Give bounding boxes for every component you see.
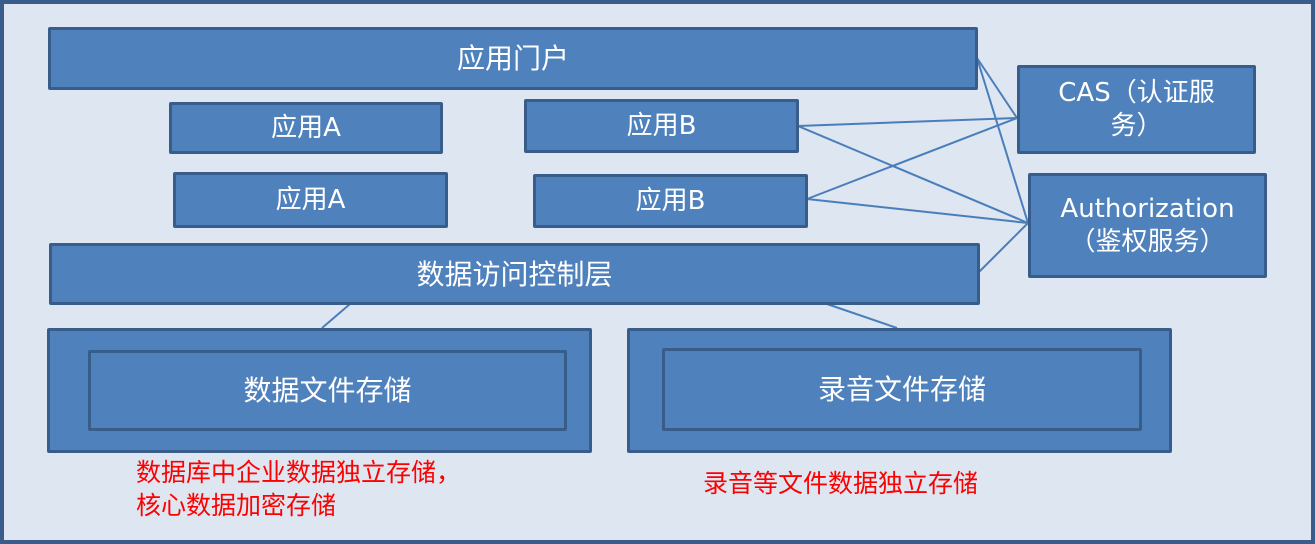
edge-app-b-1-authorization	[797, 125, 1029, 224]
app-a-box-1[interactable]: 应用A	[169, 102, 443, 154]
cas-auth-service-box[interactable]: CAS（认证服 务）	[1017, 65, 1256, 154]
authorization-label-line1: Authorization	[1060, 194, 1235, 224]
app-b-box-1[interactable]: 应用B	[524, 99, 799, 153]
cas-label-line2: 务）	[1110, 110, 1163, 141]
cas-label-line1: CAS（认证服	[1058, 78, 1215, 108]
data-file-storage-inner-box[interactable]: 数据文件存储	[88, 350, 567, 431]
app-portal-label: 应用门户	[456, 42, 569, 75]
app-b-box-2[interactable]: 应用B	[533, 174, 808, 228]
recording-file-storage-inner-box[interactable]: 录音文件存储	[662, 348, 1142, 431]
data-access-control-layer-box[interactable]: 数据访问控制层	[49, 243, 980, 305]
app-b-label-1: 应用B	[626, 110, 697, 141]
app-portal-box[interactable]: 应用门户	[48, 27, 978, 90]
app-a-label-2: 应用A	[275, 184, 346, 215]
edge-portal-authorization	[976, 57, 1029, 224]
edge-data-access-data-storage	[321, 303, 351, 329]
recording-file-storage-label: 录音文件存储	[817, 373, 986, 406]
edge-app-b-1-cas	[797, 117, 1018, 127]
recording-storage-note: 录音等文件数据独立存储	[703, 469, 979, 498]
edge-portal-cas	[976, 57, 1018, 119]
data-file-storage-label: 数据文件存储	[243, 374, 412, 407]
app-a-box-2[interactable]: 应用A	[173, 172, 448, 228]
app-a-label-1: 应用A	[271, 112, 341, 143]
app-b-label-2: 应用B	[635, 185, 706, 216]
data-access-control-layer-label: 数据访问控制层	[416, 257, 613, 291]
data-storage-note: 数据库中企业数据独立存储， 核心数据加密存储	[136, 458, 462, 520]
authorization-label-line2: （鉴权服务）	[1069, 226, 1226, 257]
edge-data-access-authorization	[978, 222, 1029, 273]
authorization-service-box[interactable]: Authorization （鉴权服务）	[1028, 173, 1267, 278]
edge-data-access-recording-storage	[826, 303, 898, 329]
edge-app-b-2-authorization	[806, 198, 1029, 224]
edge-app-b-2-cas	[806, 117, 1018, 200]
